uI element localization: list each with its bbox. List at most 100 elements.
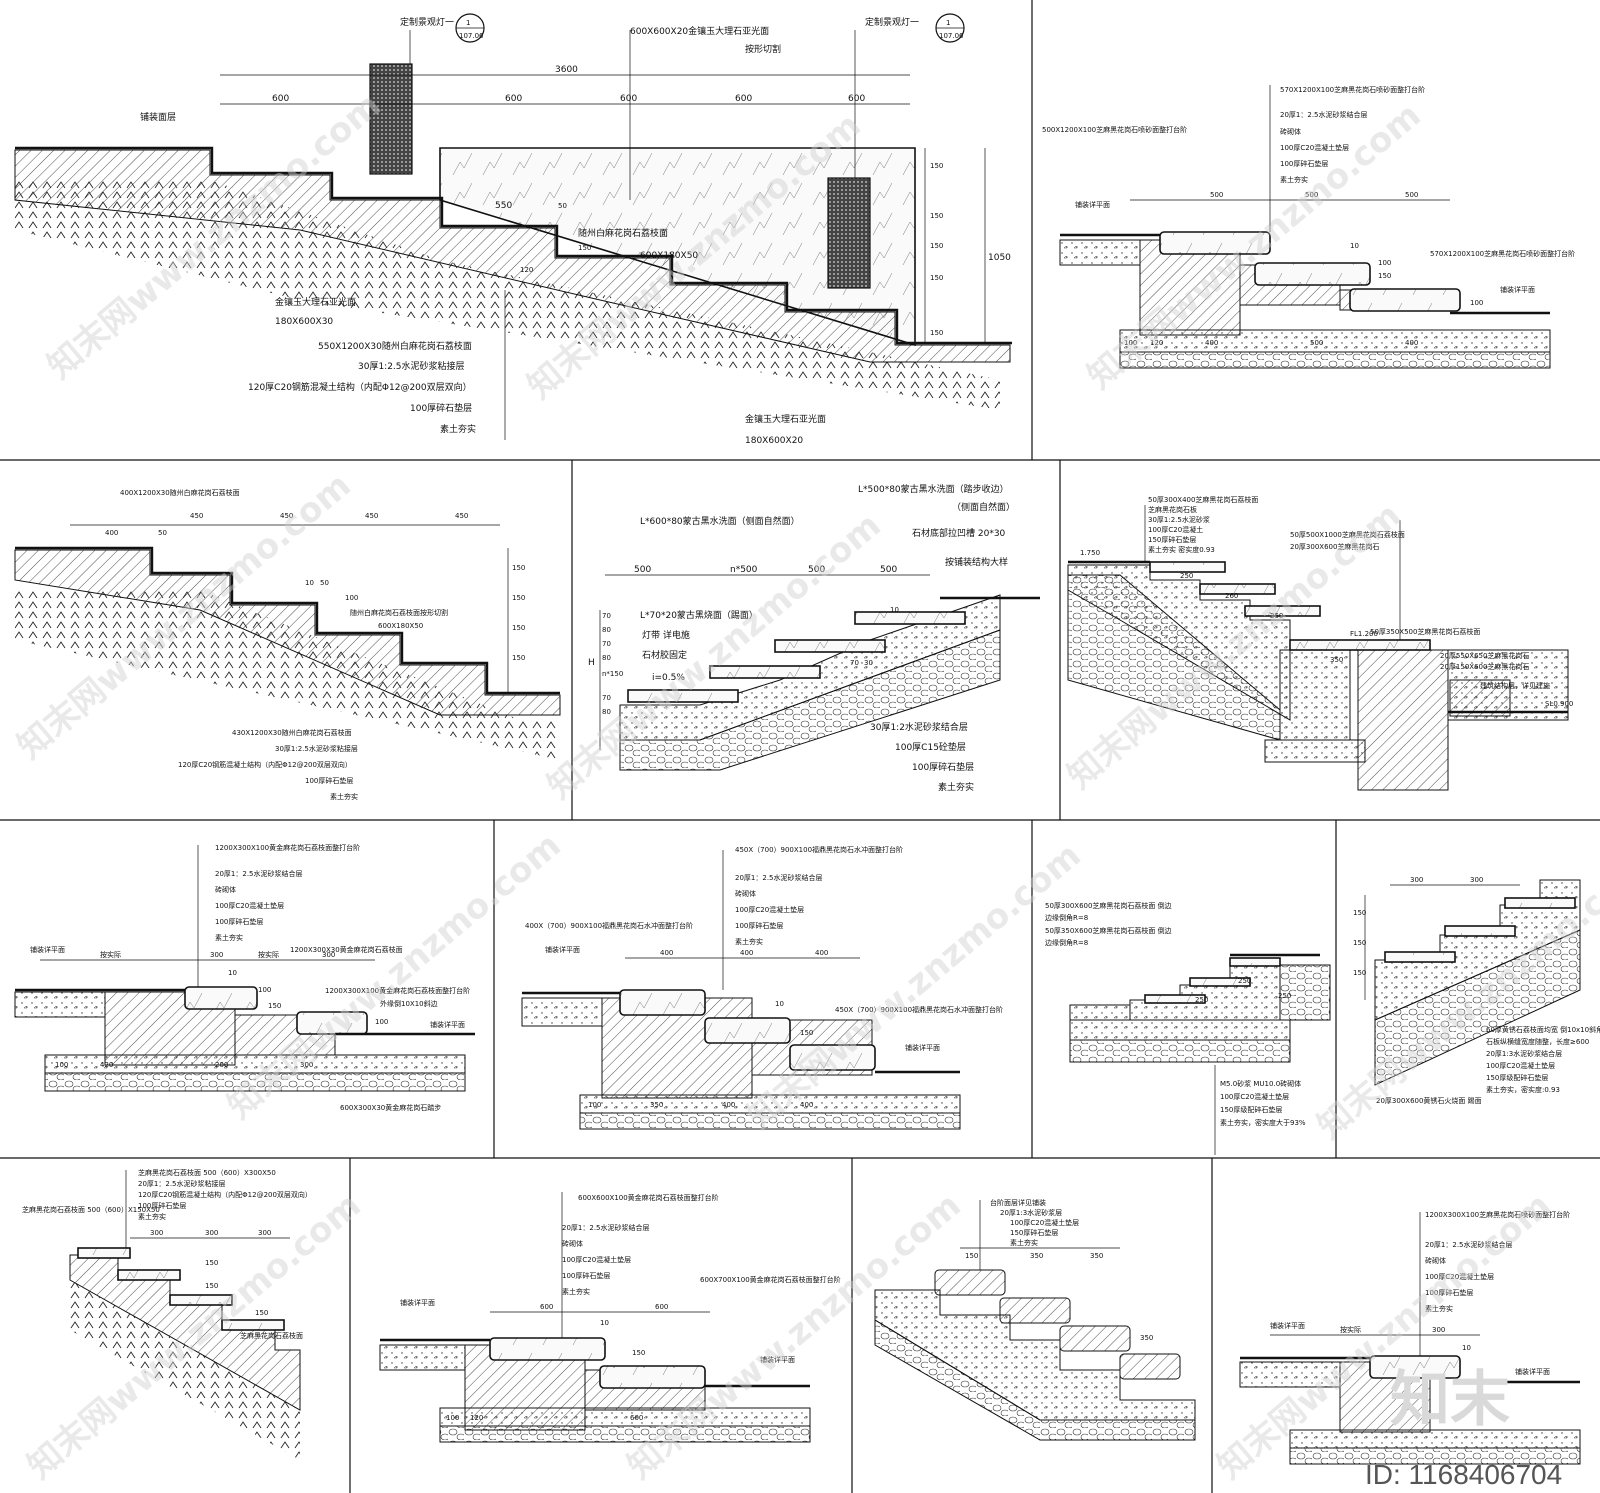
p5-label-5: 素土夯实 密实度0.93 <box>1148 545 1215 554</box>
p7-dim-bottom-0: 100 <box>588 1101 601 1109</box>
p11-label-2: 砖砌体 <box>562 1239 583 1248</box>
p2-label-2: 砖砌体 <box>1280 127 1301 136</box>
p5-level-0: 1.750 <box>1080 549 1100 557</box>
p3-mid-label-3: 50 <box>320 579 329 587</box>
p6-dim-bottom-1: 420 <box>100 1061 113 1069</box>
p11-label-0: 600X600X100黄金麻花岗石荔枝面整打台阶 <box>578 1193 719 1202</box>
p1-top-label-2: 按形切割 <box>745 43 781 55</box>
p10-dim-3: 150 <box>205 1259 218 1267</box>
p7-dim-small-1: 150 <box>800 1029 813 1037</box>
p5-dim-3: 350 <box>1330 656 1343 664</box>
panel-10-small-stair-section: 芝麻黑花岗石荔枝面 500（600）X300X50 20厚1：2.5水泥砂浆粘接… <box>22 1168 312 1460</box>
p6-right-label-0: 1200X300X100黄金麻花岗石荔枝面整打台阶 <box>325 986 470 995</box>
p3-mid-label-2: 10 <box>305 579 314 587</box>
p4-dim-left-4: n*150 <box>602 670 623 678</box>
p4-label-bottom-3: 素土夯实 <box>938 781 974 793</box>
p3-dim-top-5: 450 <box>455 512 468 520</box>
p10-label-1: 20厚1：2.5水泥砂浆粘接层 <box>138 1179 226 1188</box>
p9-label-0: 60厚黄锈石荔枝面均宽 倒10x10斜角 <box>1486 1025 1600 1034</box>
p6-dim-small-1: 100 <box>258 986 271 994</box>
p9-dim-left-0: 150 <box>1353 909 1366 917</box>
p13-label-5: 素土夯实 <box>1425 1304 1453 1313</box>
p6-dim-bottom-2: 200 <box>215 1061 228 1069</box>
p1-left-label-5: 100厚碎石垫层 <box>410 402 472 414</box>
p11-right-label: 600X700X100黄金麻花岗石荔枝面整打台阶 <box>700 1275 841 1284</box>
p3-label-4: 素土夯实 <box>330 792 358 801</box>
p1-left-label-3: 30厚1:2.5水泥砂浆粘接层 <box>358 360 465 372</box>
p6-label-0: 1200X300X100黄金麻花岗石荔枝面整打台阶 <box>215 843 360 852</box>
p3-label-1: 30厚1:2.5水泥砂浆粘接层 <box>275 744 358 753</box>
p1-dim-top-4: 600 <box>735 94 752 104</box>
p12-dim-2: 350 <box>1090 1252 1103 1260</box>
p7-dim-bottom-1: 350 <box>650 1101 663 1109</box>
panel-9-rust-stone-stair: 300 300 150 150 150 60厚黄锈石荔枝面均宽 倒10x10斜角… <box>1353 876 1600 1105</box>
p12-label-4: 素土夯实 <box>1010 1238 1038 1247</box>
p1-dim-mid-1: 50 <box>558 202 567 210</box>
p3-label-3: 100厚碎石垫层 <box>305 776 353 785</box>
p4-dim-top-3: 500 <box>880 565 897 575</box>
p5-right-label-1: 20厚300X600芝麻黑花岗石 <box>1290 542 1379 551</box>
p6-dim-small-3: 100 <box>375 1018 388 1026</box>
panel-13-black-granite-single-step: 1200X300X100芝麻黑花岗石喷砂面整打台阶 20厚1：2.5水泥砂浆结合… <box>1239 1210 1581 1465</box>
p10-label-3: 100厚碎石垫层 <box>138 1201 186 1210</box>
p5-right-label-0: 50厚500X1000芝麻黑花岗石荔枝面 <box>1290 530 1405 539</box>
p10-label-4: 素土夯实 <box>138 1212 166 1221</box>
p2-dim-bottom-2: 400 <box>1205 339 1218 347</box>
p8-dim-2: 250 <box>1278 992 1291 1000</box>
p12-dim-0: 150 <box>965 1252 978 1260</box>
p2-dim-small-2: 150 <box>1378 272 1391 280</box>
p2-dim-bottom-0: 100 <box>1124 339 1137 347</box>
p4-dim-top-2: 500 <box>808 565 825 575</box>
panel-3-white-granite-stair: 400X1200X30随州白麻花岗石荔枝面 400 50 450 450 450… <box>14 488 561 801</box>
p2-label-3: 100厚C20混凝土垫层 <box>1280 143 1349 152</box>
p4-dim-top-0: 500 <box>634 565 651 575</box>
p3-dim-right-0: 150 <box>512 564 525 572</box>
p6-dim-top-1: 300 <box>210 951 223 959</box>
p9-label-5: 素土夯实，密实度:0.93 <box>1486 1085 1560 1094</box>
p9-bottom-label: 20厚300X600黄锈石火烧面 踢面 <box>1376 1096 1482 1105</box>
p13-dim-top-0: 按实际 <box>1340 1325 1361 1334</box>
p5-label-4: 150厚碎石垫层 <box>1148 535 1196 544</box>
p8-dim-1: 250 <box>1238 977 1251 985</box>
p3-mid-label-0: 随州白麻花岗石荔枝面按形切割 <box>350 608 448 617</box>
p4-dim-left-6: 80 <box>602 708 611 716</box>
p10-left-label: 芝麻黑花岗石荔枝面 500（600）X150X50 <box>22 1205 160 1214</box>
p2-paving-left: 铺装详平面 <box>1075 200 1110 209</box>
p8-label-1: 边缘倒角R=8 <box>1045 913 1088 922</box>
p7-dim-bottom-2: 400 <box>722 1101 735 1109</box>
p6-label-2: 砖砌体 <box>215 885 236 894</box>
p7-label-2: 砖砌体 <box>735 889 756 898</box>
p1-dim-mid-2: 150 <box>578 244 591 252</box>
p4-label-bottom-1: 100厚C15砼垫层 <box>895 741 966 753</box>
p11-dim-small-1: 150 <box>632 1349 645 1357</box>
p7-label-5: 素土夯实 <box>735 937 763 946</box>
p3-label-2: 120厚C20钢筋混凝土结构（内配Φ12@200双层双向） <box>178 760 352 769</box>
p8-bottom-label-0: M5.0砂浆 MU10.0砖砌体 <box>1220 1079 1301 1088</box>
panel-12-solid-stair-section: 台阶面层详见铺装 20厚1:3水泥砂浆层 100厚C20混凝土垫层 150厚碎石… <box>874 1198 1196 1441</box>
p3-dim-right-2: 150 <box>512 624 525 632</box>
p11-paving-right: 铺装详平面 <box>760 1355 795 1364</box>
p7-left-label: 400X（700）900X100福鼎黑花岗石水冲面整打台阶 <box>525 921 693 930</box>
p10-dim-0: 300 <box>150 1229 163 1237</box>
p4-dim-top-1: n*500 <box>730 565 758 575</box>
p9-label-4: 150厚级配碎石垫层 <box>1486 1073 1548 1082</box>
p9-dim-top-1: 300 <box>1470 876 1483 884</box>
p2-dim-bottom-1: 120 <box>1150 339 1163 347</box>
p1-dim-top-5: 600 <box>848 94 865 104</box>
p13-dim-small-0: 10 <box>1462 1344 1471 1352</box>
p2-dim-bottom-3: 500 <box>1310 339 1323 347</box>
p1-dim-top-1: 600 <box>272 94 289 104</box>
p4-dim-small-1: 30 <box>864 659 873 667</box>
p1-callout-ref-left: 107.06 <box>459 32 484 40</box>
p13-label-2: 砖砌体 <box>1425 1256 1446 1265</box>
p6-dim-bottom-0: 100 <box>55 1061 68 1069</box>
p11-dim-bottom-0: 100 <box>446 1414 459 1422</box>
p5-label-0: 50厚300X400芝麻黑花岗石荔枝面 <box>1148 495 1258 504</box>
p2-right-label: 570X1200X100芝麻黑花岗石喷砂面整打台阶 <box>1430 249 1575 258</box>
p6-dim-small-0: 10 <box>228 969 237 977</box>
p11-dim-bottom-1: 120 <box>470 1414 483 1422</box>
p6-paving-left: 铺装详平面 <box>30 945 65 954</box>
p10-label-0: 芝麻黑花岗石荔枝面 500（600）X300X50 <box>138 1168 276 1177</box>
p13-label-3: 100厚C20混凝土垫层 <box>1425 1272 1494 1281</box>
p1-top-label-1: 600X600X20金镶玉大理石亚光面 <box>630 25 769 37</box>
